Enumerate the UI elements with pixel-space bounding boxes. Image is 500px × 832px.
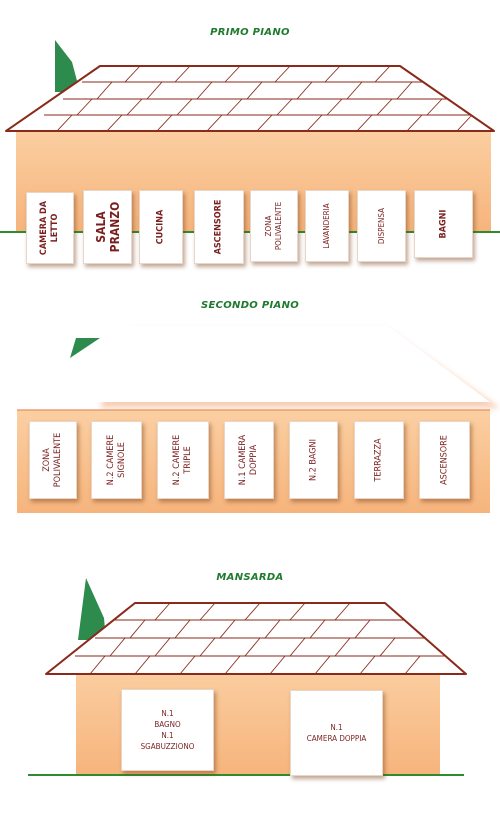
room-label: N.2 CAMERE SIGNOLE xyxy=(105,434,127,486)
room-ascensore: ASCENSORE xyxy=(419,421,470,499)
chimney xyxy=(70,338,100,358)
floor-title-secondo: SECONDO PIANO xyxy=(200,300,300,311)
room-dispensa: DISPENSA xyxy=(357,190,406,262)
chimney xyxy=(55,40,80,92)
room-ascensore: ASCENSORE xyxy=(194,190,244,264)
room-label: CUCINA xyxy=(155,209,166,245)
room-label: ZONA POLIVALENTE xyxy=(42,432,63,488)
room-label: ASCENSORE xyxy=(213,199,224,255)
room-lavanderia: LAVANDERIA xyxy=(305,190,349,262)
room-label: N.1 CAMERA DOPPIA xyxy=(306,723,367,743)
room-label: CAMERA DA LETTO xyxy=(39,200,60,256)
room-camere-signole: N.2 CAMERE SIGNOLE xyxy=(91,421,142,499)
room-terrazza: TERRAZZA xyxy=(354,421,404,499)
room-camera-doppia: N.1 CAMERA DOPPIA xyxy=(224,421,274,499)
roof xyxy=(8,326,490,402)
room-label: N.2 CAMERE TRIPLE xyxy=(172,434,193,486)
mansarda-building xyxy=(28,578,467,776)
room-label: SALA PRANZO xyxy=(93,201,122,253)
room-label: BAGNI xyxy=(438,209,448,239)
room-label: DISPENSA xyxy=(376,207,386,245)
room-label: N.1 CAMERA DOPPIA xyxy=(238,434,259,486)
floor-title-mansarda: MANSARDA xyxy=(216,572,284,583)
roof xyxy=(5,65,495,132)
room-label: LAVANDERIA xyxy=(322,203,331,249)
room-label: TERRAZZA xyxy=(373,438,384,482)
roof xyxy=(45,602,467,675)
room-camera-da-letto: CAMERA DA LETTO xyxy=(26,192,74,264)
room-bagno-sgabuzzino: N.1 BAGNO N.1 SGABUZZIONO xyxy=(121,689,214,771)
room-label: ASCENSORE xyxy=(439,435,449,485)
room-bagni: BAGNI xyxy=(414,190,473,258)
room-zona-polivalente: ZONA POLIVALENTE xyxy=(29,421,77,499)
room-bagni: N.2 BAGNI xyxy=(289,421,338,499)
room-label: N.2 BAGNI xyxy=(308,439,318,481)
room-camera-doppia: N.1 CAMERA DOPPIA xyxy=(290,690,383,776)
room-camere-triple: N.2 CAMERE TRIPLE xyxy=(157,421,209,499)
floor-title-primo: PRIMO PIANO xyxy=(210,27,290,38)
room-label: ZONA POLIVALENTE xyxy=(264,201,283,251)
chimney xyxy=(78,578,106,640)
room-zona-polivalente: ZONA POLIVALENTE xyxy=(250,190,298,262)
room-cucina: CUCINA xyxy=(139,190,183,264)
room-sala-pranzo: SALA PRANZO xyxy=(83,190,132,264)
room-label: N.1 BAGNO N.1 SGABUZZIONO xyxy=(140,709,195,751)
